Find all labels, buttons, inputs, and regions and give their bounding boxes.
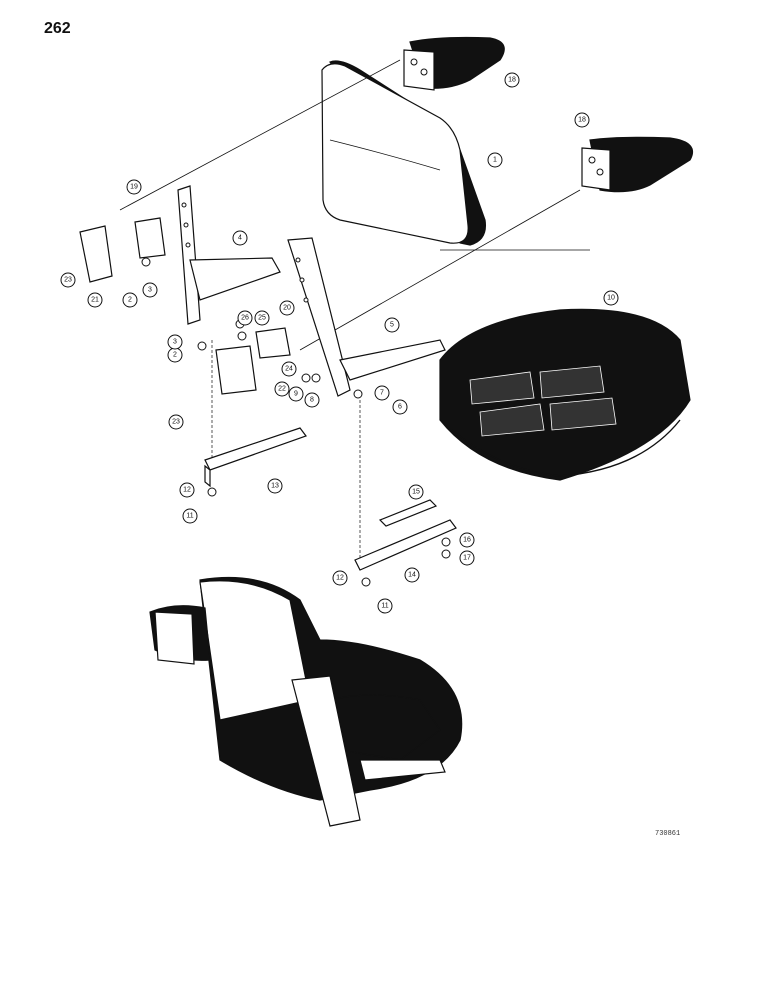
callout-2a-label: 2 [128,297,132,304]
callout-6-label: 6 [398,404,402,411]
callout-3a: 3 [142,282,158,298]
callout-10-label: 10 [607,295,615,302]
right-side-bracket [287,237,446,397]
callout-23a-label: 23 [64,277,72,284]
callout-10: 10 [603,290,619,306]
callout-24: 24 [281,361,297,377]
callout-18a-label: 18 [508,77,516,84]
callout-22: 22 [274,381,290,397]
callout-14-label: 14 [408,572,416,579]
callout-16: 16 [459,532,475,548]
callout-3b-label: 3 [173,339,177,346]
callout-22-label: 22 [278,386,286,393]
figure-id: 730861 [655,830,681,838]
callout-1: 1 [487,152,503,168]
callout-7: 7 [374,385,390,401]
slide-rail-13 [204,427,307,488]
callout-16-label: 16 [463,537,471,544]
callout-25: 25 [254,310,270,326]
callout-21-label: 21 [91,297,99,304]
callout-4: 4 [232,230,248,246]
callout-20: 20 [279,300,295,316]
slide-rail-14 [354,499,457,571]
callout-7-label: 7 [380,390,384,397]
callout-4-label: 4 [238,235,242,242]
callout-3b: 3 [167,334,183,350]
callout-12a-label: 12 [183,487,191,494]
callout-2a: 2 [122,292,138,308]
seat-cushion [439,308,691,481]
callout-11a: 11 [182,508,198,524]
callout-18b-label: 18 [578,117,586,124]
callout-13-label: 13 [271,483,279,490]
callout-8: 8 [304,392,320,408]
callout-24-label: 24 [285,366,293,373]
callout-5-label: 5 [390,322,394,329]
left-side-bracket [177,185,281,325]
backrest-part [321,60,590,251]
callout-23a: 23 [60,272,76,288]
callout-26-label: 26 [241,315,249,322]
callout-14: 14 [404,567,420,583]
assembled-seat [149,576,463,827]
callout-6: 6 [392,399,408,415]
callout-23b: 23 [168,414,184,430]
callout-23b-label: 23 [172,419,180,426]
callout-2b: 2 [167,347,183,363]
callout-12a: 12 [179,482,195,498]
callout-19: 19 [126,179,142,195]
bracket-22 [215,327,291,395]
callout-15-label: 15 [412,489,420,496]
callout-3a-label: 3 [148,287,152,294]
bracket-21 [79,217,166,283]
callout-5: 5 [384,317,400,333]
page-number: 262 [44,20,71,37]
callout-8-label: 8 [310,397,314,404]
callout-17-label: 17 [463,555,471,562]
armrest-top [403,36,505,91]
callout-1-label: 1 [493,157,497,164]
callout-11b-label: 11 [381,603,388,610]
callout-11b: 11 [377,598,393,614]
callout-25-label: 25 [258,315,266,322]
callout-17: 17 [459,550,475,566]
callout-26: 26 [237,310,253,326]
callout-15: 15 [408,484,424,500]
callout-13: 13 [267,478,283,494]
callout-18b: 18 [574,112,590,128]
callout-19-label: 19 [130,184,138,191]
callout-11a-label: 11 [186,513,193,520]
callout-12b: 12 [332,570,348,586]
callout-9: 9 [288,386,304,402]
callout-9-label: 9 [294,391,298,398]
callout-2b-label: 2 [173,352,177,359]
callout-20-label: 20 [283,305,291,312]
callout-18a: 18 [504,72,520,88]
armrest-right [581,136,694,193]
callout-21: 21 [87,292,103,308]
callout-12b-label: 12 [336,575,344,582]
